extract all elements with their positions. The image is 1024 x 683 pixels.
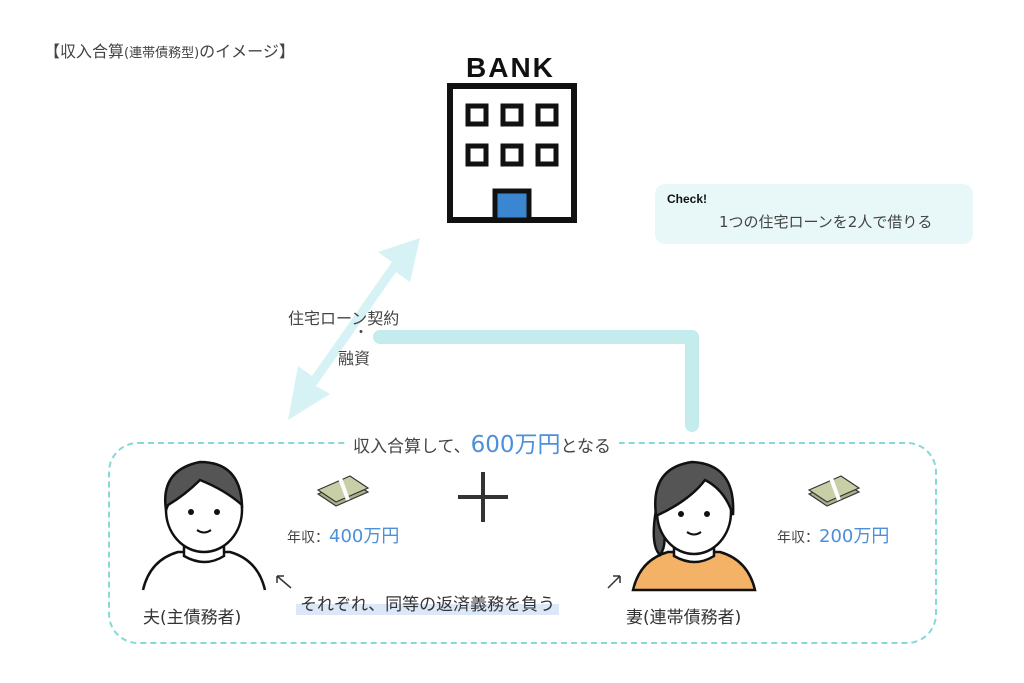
money-icon	[316, 475, 370, 507]
combined-income-heading: 収入合算して、600万円となる	[345, 425, 620, 459]
connector-line	[373, 330, 699, 432]
pointer-arrow-icon	[276, 575, 621, 589]
double-arrow-icon	[288, 238, 420, 420]
check-box: Check! 1つの住宅ローンを2人で借りる	[655, 184, 973, 244]
loan-label-dot: ・	[354, 325, 368, 341]
husband-income: 年収：400万円	[287, 526, 400, 547]
plus-icon	[458, 472, 508, 522]
check-text: 1つの住宅ローンを2人で借りる	[719, 213, 933, 231]
husband-role: 夫(主債務者)	[143, 608, 242, 628]
wife-role: 妻(連帯債務者)	[626, 608, 742, 628]
repayment-duty-note: それぞれ、同等の返済義務を負う	[296, 590, 560, 615]
loan-label-line1: 住宅ローン契約	[288, 309, 400, 328]
page-title: 【収入合算(連帯債務型)のイメージ】	[44, 42, 295, 61]
loan-label-line2: 融資	[338, 349, 371, 368]
money-icon	[807, 475, 861, 507]
bank-label: BANK	[466, 52, 555, 83]
wife-income: 年収：200万円	[777, 526, 890, 547]
check-title: Check!	[667, 192, 708, 206]
bank-building-icon	[447, 83, 577, 223]
husband-avatar	[141, 460, 267, 591]
wife-avatar	[631, 460, 757, 592]
